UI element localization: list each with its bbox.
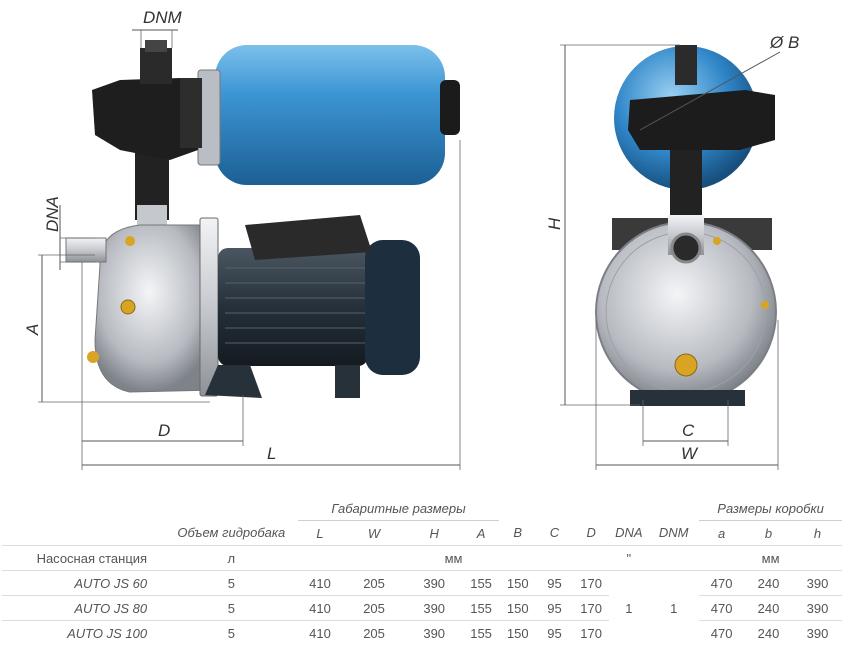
- table-group-header-row: Габаритные размеры Размеры коробки: [2, 496, 842, 521]
- group-dims-header: Габаритные размеры: [297, 496, 500, 521]
- box-a: 470: [699, 620, 745, 645]
- cell-L: 410: [297, 570, 343, 596]
- cell-C: 95: [536, 595, 573, 621]
- cell-H: 390: [405, 570, 463, 596]
- col-DNM: DNM: [658, 525, 689, 541]
- cell-D: 170: [572, 570, 610, 596]
- pressure-switch: [92, 78, 200, 160]
- box-b: 240: [744, 570, 793, 596]
- col-W: W: [367, 525, 381, 541]
- model-name: AUTO JS 100: [2, 620, 166, 645]
- tank-volume: 5: [165, 595, 298, 621]
- cell-C: 95: [536, 570, 573, 596]
- station-header: Насосная станция: [2, 545, 166, 571]
- col-b: b: [764, 525, 773, 541]
- tank-volume: 5: [165, 620, 298, 645]
- model-name: AUTO JS 80: [2, 595, 166, 621]
- col-L: L: [316, 525, 324, 541]
- dim-label-c: C: [682, 421, 695, 440]
- dim-label-d: D: [158, 421, 170, 440]
- cell-B: 150: [499, 595, 537, 621]
- cell-B: 150: [499, 570, 537, 596]
- pump-station-drawing: DNM DNA A D L H: [23, 8, 799, 470]
- dim-label-b: Ø B: [769, 33, 799, 52]
- cell-dnm: 1: [648, 570, 700, 645]
- electric-motor: [218, 248, 368, 366]
- box-b: 240: [744, 620, 793, 645]
- col-DNA: DNA: [615, 525, 643, 541]
- pressure-switch-front: [628, 90, 775, 150]
- box-a: 470: [699, 595, 745, 621]
- col-h: h: [813, 525, 822, 541]
- tank-volume: 5: [165, 570, 298, 596]
- col-A: A: [476, 525, 486, 541]
- box-h: 390: [792, 595, 842, 621]
- table-column-header-row: Объем гидробака L W H A B C D DNA DNM a …: [2, 521, 842, 546]
- front-dimensions: H Ø B C W: [545, 33, 799, 470]
- cell-W: 205: [342, 595, 406, 621]
- col-tank-volume: Объем гидробака: [177, 525, 286, 541]
- unit-quote: ": [609, 545, 649, 571]
- dim-label-l: L: [267, 444, 276, 463]
- cell-D: 170: [572, 620, 610, 645]
- unit-mm: мм: [297, 545, 610, 571]
- model-name: AUTO JS 60: [2, 570, 166, 596]
- cell-W: 205: [342, 570, 406, 596]
- spec-table: Габаритные размеры Размеры коробки Объем…: [2, 496, 842, 645]
- pressure-tank: [215, 45, 445, 185]
- dim-label-h: H: [545, 217, 564, 230]
- cell-C: 95: [536, 620, 573, 645]
- dim-label-dna: DNA: [43, 196, 62, 232]
- cell-dna: 1: [609, 570, 649, 645]
- unit-liters: л: [165, 545, 298, 571]
- front-view: [595, 45, 777, 406]
- col-B: B: [513, 525, 523, 541]
- col-a: a: [717, 525, 726, 541]
- table-unit-row: Насосная станция л мм " мм: [2, 545, 842, 571]
- cell-D: 170: [572, 595, 610, 621]
- box-h: 390: [792, 620, 842, 645]
- col-D: D: [586, 525, 596, 541]
- unit-mm-box: мм: [699, 545, 842, 571]
- cell-B: 150: [499, 620, 537, 645]
- cell-H: 390: [405, 595, 463, 621]
- side-view: [65, 40, 460, 398]
- side-dimensions: DNM DNA A D L: [23, 8, 461, 470]
- dim-label-dnm: DNM: [143, 8, 183, 27]
- cell-A: 155: [462, 570, 500, 596]
- box-h: 390: [792, 570, 842, 596]
- cell-A: 155: [462, 620, 500, 645]
- dim-label-a: A: [23, 324, 42, 336]
- cell-A: 155: [462, 595, 500, 621]
- spec-table-container: Габаритные размеры Размеры коробки Объем…: [0, 496, 850, 645]
- dim-label-w: W: [681, 444, 699, 463]
- pump-housing: [94, 224, 216, 393]
- cell-H: 390: [405, 620, 463, 645]
- col-H: H: [429, 525, 439, 541]
- box-b: 240: [744, 595, 793, 621]
- cell-W: 205: [342, 620, 406, 645]
- cell-L: 410: [297, 595, 343, 621]
- box-a: 470: [699, 570, 745, 596]
- group-box-header: Размеры коробки: [699, 496, 842, 521]
- cell-L: 410: [297, 620, 343, 645]
- col-C: C: [549, 525, 560, 541]
